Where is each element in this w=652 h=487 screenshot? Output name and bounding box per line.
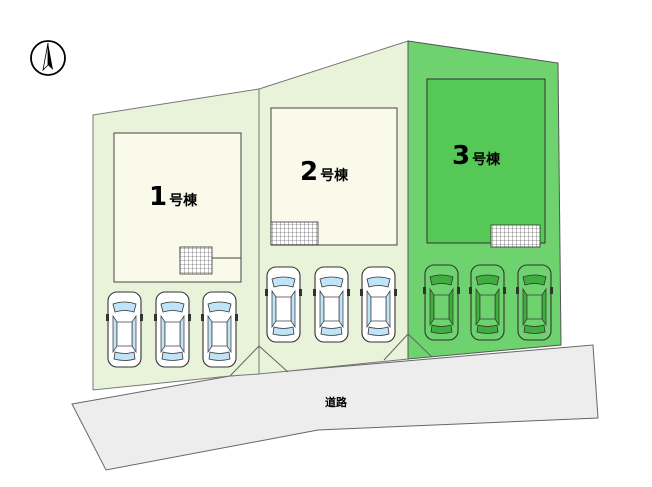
parking-car-2-1	[265, 266, 302, 343]
deck-1	[179, 246, 213, 275]
driveway-notch-1	[229, 345, 289, 377]
north-arrow-icon	[30, 40, 66, 76]
parking-car-3-2	[469, 264, 506, 341]
parking-car-1-2	[154, 291, 191, 368]
parking-car-3-1	[423, 264, 460, 341]
deck-3	[490, 224, 541, 248]
parking-car-2-2	[313, 266, 350, 343]
deck-2	[270, 221, 319, 246]
driveway-notch-2	[383, 333, 433, 361]
parking-car-2-3	[360, 266, 397, 343]
parking-cars	[106, 264, 553, 368]
road-label: 道路	[325, 395, 348, 409]
building-1	[113, 132, 242, 283]
parking-car-3-3	[516, 264, 553, 341]
parking-car-1-1	[106, 291, 143, 368]
building-3	[426, 78, 546, 244]
parking-car-1-3	[201, 291, 238, 368]
